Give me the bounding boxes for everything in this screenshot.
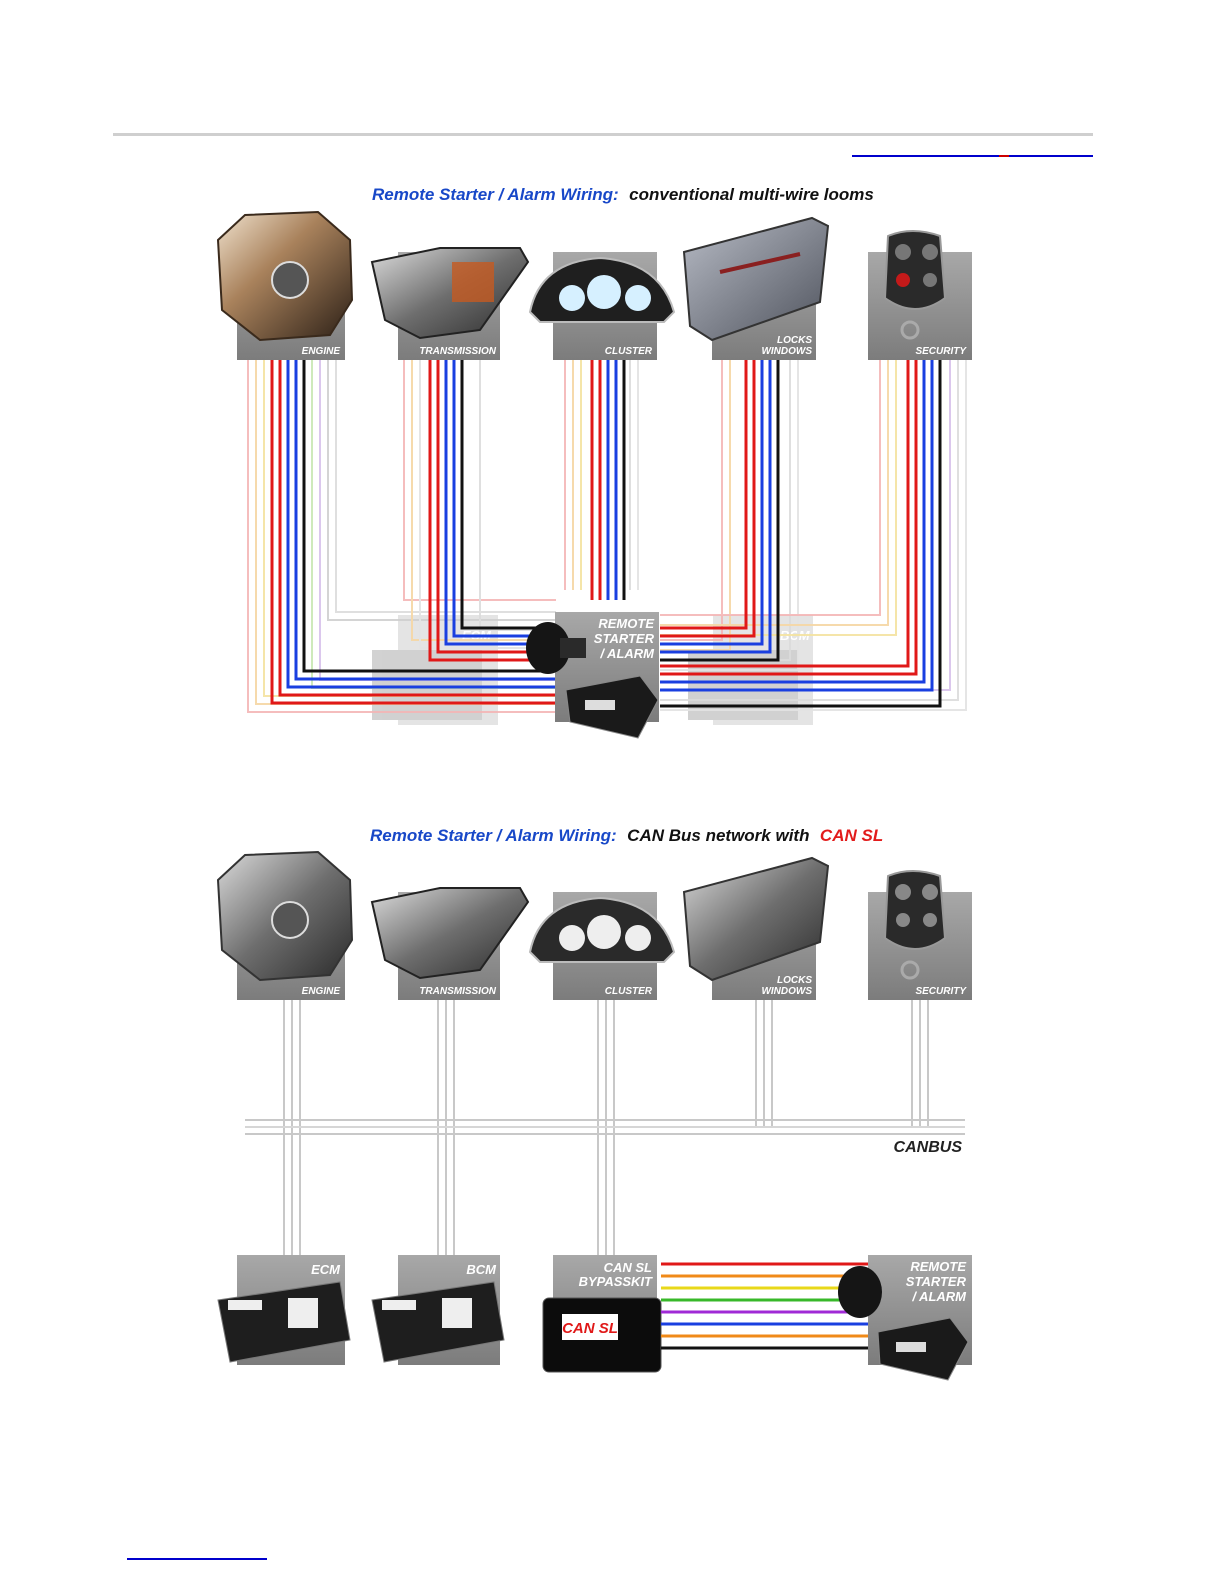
transmission-label: TRANSMISSION	[419, 346, 496, 357]
top-divider	[113, 133, 1093, 136]
bcm-label: BCM	[466, 1262, 497, 1277]
transmission-icon	[370, 887, 530, 980]
transmission-label: TRANSMISSION	[419, 986, 496, 997]
canbus-label: CANBUS	[894, 1139, 963, 1156]
remote-label-2c: / ALARM	[911, 1289, 967, 1304]
windows-label: WINDOWS	[761, 986, 812, 997]
engine-label: ENGINE	[302, 986, 341, 997]
engine-box-1: ENGINE	[216, 210, 354, 360]
siren-icon	[526, 622, 570, 674]
link-underline-end[interactable]	[1009, 155, 1093, 157]
bypasskit-box: CAN SL BYPASSKIT CAN SL	[542, 1255, 662, 1373]
cluster-label: CLUSTER	[605, 346, 653, 357]
bypass-label-1: CAN SL	[604, 1260, 652, 1275]
locks-box-2: LOCKS WINDOWS	[682, 856, 830, 1000]
cluster-box-1: CLUSTER	[528, 252, 676, 360]
remote-label-2b: STARTER	[906, 1274, 967, 1289]
remote-label-1c: / ALARM	[599, 646, 655, 661]
link-underline-red-segment[interactable]	[999, 155, 1009, 157]
security-label: SECURITY	[915, 346, 967, 357]
remote-label-2a: REMOTE	[910, 1259, 966, 1274]
key-fob-icon	[883, 870, 947, 950]
engine-label: ENGINE	[302, 346, 341, 357]
main-wires	[270, 360, 942, 708]
link-underline[interactable]	[852, 155, 999, 157]
diagram1-title: Remote Starter / Alarm Wiring: conventio…	[372, 185, 874, 204]
ecm-box: ECM	[217, 1255, 351, 1365]
cluster-label: CLUSTER	[605, 986, 653, 997]
security-box-2: SECURITY	[868, 870, 972, 1000]
locks-label: LOCKS	[777, 975, 812, 986]
cluster-box-2: CLUSTER	[528, 892, 676, 1000]
key-fob-icon	[883, 230, 947, 310]
security-label: SECURITY	[915, 986, 967, 997]
siren-icon	[838, 1266, 882, 1318]
diagram2-title: Remote Starter / Alarm Wiring: CAN Bus n…	[370, 826, 883, 845]
transmission-icon	[370, 247, 530, 340]
ecm-label: ECM	[311, 1262, 341, 1277]
remote-label-1b: STARTER	[594, 631, 655, 646]
windows-label: WINDOWS	[761, 346, 812, 357]
bypass-label-2: BYPASSKIT	[579, 1274, 653, 1289]
bottom-link-underline[interactable]	[127, 1558, 267, 1560]
remote-starter-box-2: REMOTE STARTER / ALARM	[838, 1255, 972, 1381]
canbus-line	[245, 1119, 965, 1135]
bypass-harness	[661, 1262, 870, 1350]
bus-drops	[283, 1000, 929, 1262]
security-box-1: SECURITY	[868, 230, 972, 360]
bcm-box: BCM	[371, 1255, 505, 1365]
can-sl-module-label: CAN SL	[562, 1320, 618, 1337]
door-panel-icon	[682, 216, 830, 342]
engine-box-2: ENGINE	[216, 850, 354, 1000]
remote-starter-box-1: REMOTE STARTER / ALARM	[526, 612, 659, 739]
locks-label: LOCKS	[777, 335, 812, 346]
transmission-box-1: TRANSMISSION	[370, 247, 530, 360]
transmission-box-2: TRANSMISSION	[370, 887, 530, 1000]
locks-box-1: LOCKS WINDOWS	[682, 216, 830, 360]
remote-label-1a: REMOTE	[598, 616, 654, 631]
door-panel-icon	[682, 856, 830, 982]
